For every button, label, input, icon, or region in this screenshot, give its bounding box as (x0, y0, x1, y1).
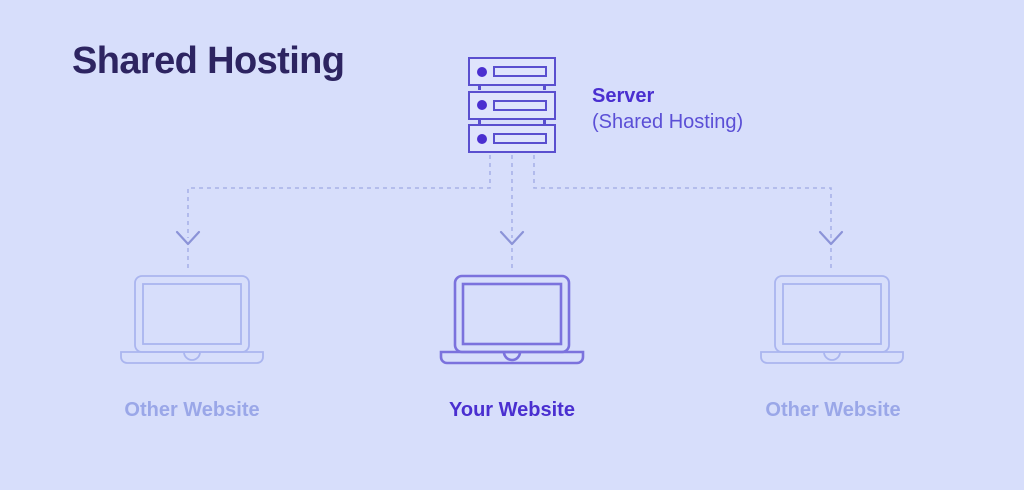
drive-bay-icon (493, 133, 547, 144)
server-unit (468, 90, 556, 124)
server-unit (468, 57, 556, 90)
laptop-icon (439, 274, 585, 365)
server-strut (543, 84, 546, 90)
status-dot-icon (477, 66, 487, 77)
drive-bay-icon (493, 66, 547, 77)
arrow-center-icon (499, 230, 525, 246)
drive-bay-icon (493, 99, 547, 111)
site-label-your-website: Your Website (449, 399, 575, 421)
laptop-icon (760, 275, 904, 364)
server-strut (543, 117, 546, 124)
server-label-secondary: (Shared Hosting) (592, 110, 744, 133)
laptop-icon (120, 275, 264, 364)
arrow-left-icon (175, 230, 201, 246)
connector-right (533, 155, 832, 238)
status-dot-icon (477, 100, 487, 110)
server-unit (468, 124, 556, 153)
page-title: Shared Hosting (72, 40, 345, 82)
arrow-right-icon (818, 230, 844, 246)
site-label-other-website-left: Other Website (124, 399, 260, 421)
server-label: Server (Shared Hosting) (592, 84, 743, 135)
connector-left (187, 155, 491, 238)
site-label-other-website-right: Other Website (765, 399, 901, 421)
status-dot-icon (477, 133, 487, 144)
server-label-primary: Server (592, 85, 655, 107)
server-icon (468, 57, 556, 153)
server-strut (478, 117, 481, 124)
server-strut (478, 84, 481, 90)
